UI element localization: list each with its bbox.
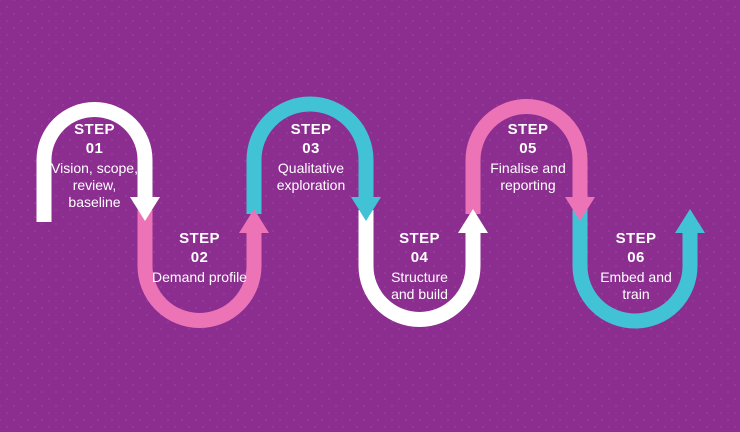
step-1-curve: [36, 102, 153, 222]
step-4-curve: [358, 210, 481, 327]
step-number: 02: [190, 249, 209, 266]
step-3: STEP 03 Qualitative exploration: [241, 120, 381, 194]
step-6-path: [572, 209, 705, 329]
arrow-up-icon: [458, 209, 488, 233]
step-number: 04: [410, 249, 429, 266]
step-number: 06: [627, 249, 645, 266]
step-2: STEP 02 Demand profile: [130, 229, 270, 286]
arrow-up-icon: [239, 209, 269, 233]
step-label: STEP: [507, 121, 549, 138]
arrow-down-icon: [565, 197, 595, 221]
step-3-curve: [246, 96, 374, 214]
step-description: Vision, scope, review, baseline: [51, 160, 138, 210]
arrow-down-icon: [351, 197, 381, 221]
step-label: STEP: [74, 121, 115, 138]
step-label: STEP: [399, 230, 440, 247]
step-5-path: [465, 99, 595, 221]
step-6: STEP 06 Embed and train: [566, 229, 706, 303]
step-5: STEP 05 Finalise and reporting: [458, 120, 598, 194]
step-number: 03: [302, 140, 320, 157]
step-number: 01: [85, 140, 104, 157]
step-number: 05: [519, 140, 537, 157]
step-5-curve: [465, 99, 588, 214]
step-6-curve: [572, 210, 698, 329]
step-1-path: [36, 102, 160, 222]
step-label: STEP: [290, 121, 332, 138]
step-description: Finalise and reporting: [490, 160, 566, 193]
step-description: Embed and train: [600, 269, 672, 302]
step-1: STEP 01 Vision, scope, review, baseline: [25, 120, 165, 211]
step-2-curve: [137, 210, 262, 328]
step-2-path: [137, 209, 269, 328]
step-description: Demand profile: [152, 269, 247, 285]
step-4-path: [358, 209, 488, 327]
step-description: Qualitative exploration: [276, 160, 346, 193]
step-3-path: [246, 96, 381, 221]
step-label: STEP: [179, 230, 220, 247]
step-description: Structure and build: [391, 269, 448, 302]
step-4: STEP 04 Structure and build: [350, 229, 490, 303]
arrow-down-icon: [130, 197, 160, 221]
step-label: STEP: [615, 230, 657, 247]
arrow-up-icon: [675, 209, 705, 233]
